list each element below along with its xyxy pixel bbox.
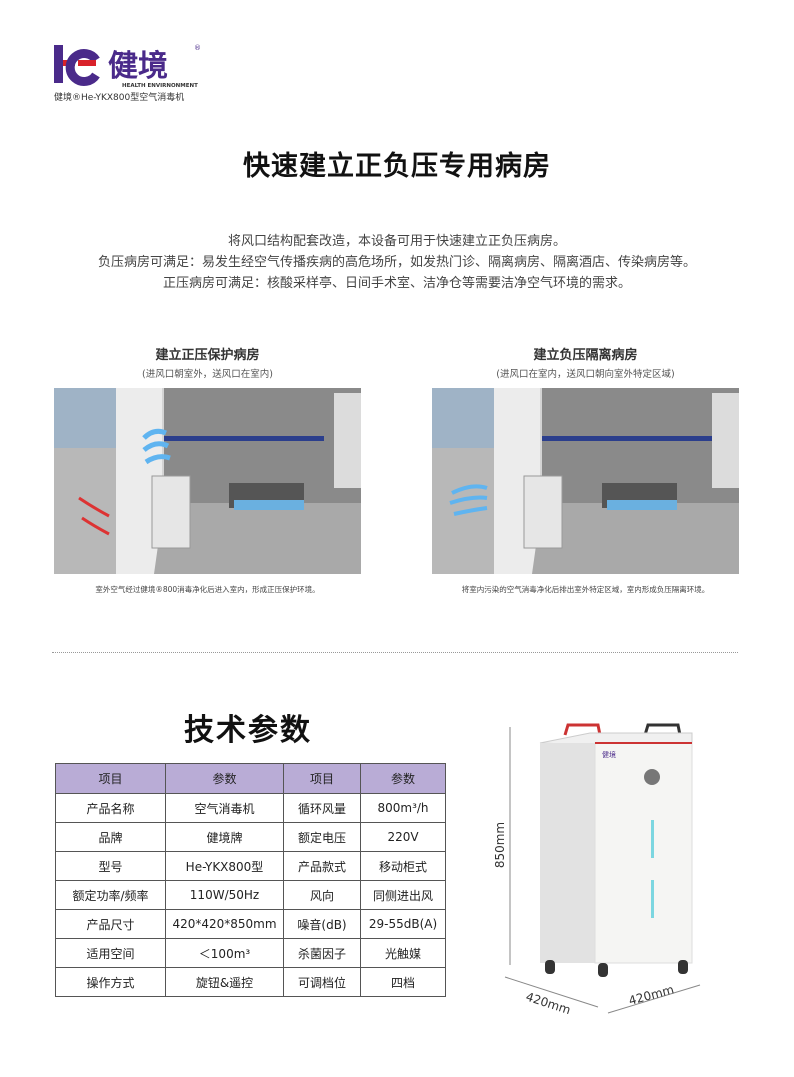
- table-cell: 适用空间: [55, 938, 166, 968]
- table-cell: 110W/50Hz: [165, 880, 284, 910]
- table-cell: 品牌: [55, 822, 166, 852]
- intro-text: 将风口结构配套改造，本设备可用于快速建立正负压病房。 负压病房可满足：易发生经空…: [0, 231, 794, 294]
- height-label: 850mm: [493, 822, 507, 868]
- table-cell: 额定电压: [283, 822, 361, 852]
- scenario-caption: 室外空气经过健境®800消毒净化后进入室内，形成正压保护环境。: [95, 585, 320, 594]
- table-cell: 旋钮&遥控: [165, 967, 284, 997]
- svg-text:健境: 健境: [108, 49, 168, 84]
- table-cell: 29-55dB(A): [360, 909, 446, 939]
- table-cell: 移动柜式: [360, 851, 446, 881]
- header-cell: 项目: [283, 763, 361, 794]
- scenario-subtitle: (进风口朝室外，送风口在室内): [142, 369, 273, 380]
- product-image: 850mm 健境 420mm 420mm: [493, 723, 701, 1018]
- table-cell: 产品名称: [55, 793, 166, 823]
- table-header-row: 项目 参数 项目 参数: [55, 763, 446, 794]
- table-cell: 产品款式: [283, 851, 361, 881]
- table-cell: 四档: [360, 967, 446, 997]
- positive-room-illustration: [54, 388, 361, 574]
- table-cell: ＜100m³: [165, 938, 284, 968]
- table-cell: 空气消毒机: [165, 793, 284, 823]
- brand-logo: 健境 ® HEALTH ENVIRNONMENT: [52, 40, 202, 90]
- table-cell: 800m³/h: [360, 793, 446, 823]
- table-cell: 健境牌: [165, 822, 284, 852]
- svg-text:HEALTH ENVIRNONMENT: HEALTH ENVIRNONMENT: [122, 83, 198, 89]
- table-cell: He-YKX800型: [165, 851, 284, 881]
- product-line: 健境®He-YKX800型空气消毒机: [54, 93, 185, 103]
- header-cell: 参数: [360, 763, 446, 794]
- header-cell: 参数: [165, 763, 284, 794]
- panel-logo: 健境: [602, 750, 616, 759]
- table-cell: 光触媒: [360, 938, 446, 968]
- table-cell: 型号: [55, 851, 166, 881]
- page-title: 快速建立正负压专用病房: [243, 151, 551, 182]
- scenario-caption: 将室内污染的空气消毒净化后排出室外特定区域，室内形成负压隔离环境。: [461, 585, 710, 594]
- svg-text:®: ®: [194, 44, 201, 52]
- negative-room-illustration: [432, 388, 739, 574]
- depth-label: 420mm: [524, 990, 572, 1018]
- table-cell: 循环风量: [283, 793, 361, 823]
- section-divider: [52, 652, 738, 653]
- scenario-title: 建立负压隔离病房: [533, 348, 638, 363]
- table-cell: 产品尺寸: [55, 909, 166, 939]
- table-cell: 220V: [360, 822, 446, 852]
- table-cell: 操作方式: [55, 967, 166, 997]
- header-cell: 项目: [55, 763, 166, 794]
- width-label: 420mm: [627, 982, 675, 1008]
- specs-title: 技术参数: [184, 713, 312, 748]
- table-cell: 额定功率/频率: [55, 880, 166, 910]
- scenario-positive: 建立正压保护病房 (进风口朝室外，送风口在室内) 室外空气经过健境®800消毒净…: [54, 344, 361, 595]
- table-cell: 杀菌因子: [283, 938, 361, 968]
- table-cell: 可调档位: [283, 967, 361, 997]
- table-cell: 420*420*850mm: [165, 909, 284, 939]
- scenario-title: 建立正压保护病房: [155, 348, 260, 363]
- intro-line: 将风口结构配套改造，本设备可用于快速建立正负压病房。: [227, 234, 566, 249]
- scenario-subtitle: (进风口在室内，送风口朝向室外特定区域): [496, 369, 675, 380]
- intro-line: 负压病房可满足：易发生经空气传播疾病的高危场所，如发热门诊、隔离病房、隔离酒店、…: [97, 255, 696, 270]
- scenario-negative: 建立负压隔离病房 (进风口在室内，送风口朝向室外特定区域) 将室内污染的空气消毒…: [432, 344, 739, 595]
- table-cell: 同侧进出风: [360, 880, 446, 910]
- table-row: 操作方式旋钮&遥控可调档位四档: [55, 967, 446, 997]
- table-cell: 风向: [283, 880, 361, 910]
- table-cell: 噪音(dB): [283, 909, 361, 939]
- intro-line: 正压病房可满足：核酸采样亭、日间手术室、洁净仓等需要洁净空气环境的需求。: [162, 276, 631, 291]
